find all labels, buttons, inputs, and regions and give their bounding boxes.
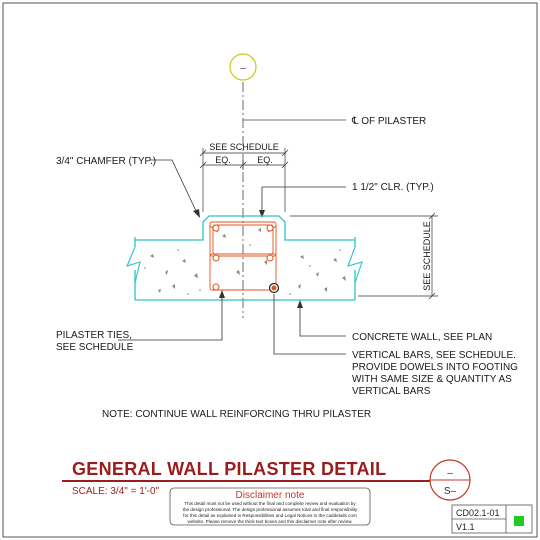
disclaimer-heading: Disclaimer note	[236, 490, 305, 501]
dim-eq-right: EQ.	[257, 155, 273, 165]
general-note: NOTE: CONTINUE WALL REINFORCING THRU PIL…	[102, 409, 371, 420]
pilaster-ties-label-2: SEE SCHEDULE	[56, 342, 134, 353]
section-bubble-top: –	[447, 468, 453, 479]
chamfer-arrowhead	[193, 209, 200, 218]
pilaster-ties-label-1: PILASTER TIES,	[56, 330, 132, 341]
vertical-bars	[212, 224, 274, 291]
chamfer-leader	[150, 159, 198, 214]
clearance-label: 1 1/2" CLR. (TYP.)	[352, 182, 434, 193]
vertical-bars-label-2: PROVIDE DOWELS INTO FOOTING	[352, 362, 518, 373]
vertical-bars-label-3: WITH SAME SIZE & QUANTITY AS	[352, 374, 512, 385]
side-dimension	[290, 212, 438, 300]
sheet-number: CD02.1-01	[456, 508, 500, 518]
disclaimer-line-1: This detail must not be used without the…	[184, 501, 356, 506]
wall-break-left	[126, 246, 141, 284]
sheet-version: V1.1	[456, 522, 475, 532]
disclaimer-line-2: the design professional. The design prof…	[183, 507, 358, 512]
dim-see-schedule-top: SEE SCHEDULE	[209, 142, 279, 152]
detail-scale: SCALE: 3/4" = 1'-0"	[72, 486, 160, 497]
dim-eq-left: EQ.	[215, 155, 231, 165]
detail-bubble-top-text: –	[240, 63, 246, 74]
detail-title: GENERAL WALL PILASTER DETAIL	[72, 459, 386, 479]
clearance-leader	[261, 186, 346, 212]
clearance-arrowhead	[259, 210, 265, 218]
top-dimensions	[199, 148, 289, 212]
detail-bubble-top	[229, 53, 257, 81]
chamfer-label: 3/4" CHAMFER (TYP.)	[56, 156, 156, 167]
section-bubble-bottom: S–	[444, 486, 457, 497]
disclaimer-line-3: for this detail as explained in Responsi…	[183, 513, 357, 518]
concrete-wall-arrowhead	[297, 300, 303, 308]
concrete-wall-leader	[299, 306, 346, 337]
concrete-aggregate	[144, 228, 346, 295]
vertical-bars-label-1: VERTICAL BARS, SEE SCHEDULE.	[352, 350, 516, 361]
vertical-bar-core	[271, 285, 277, 291]
pilaster-ties-leader	[118, 296, 223, 341]
vertical-bars-label-4: VERTICAL BARS	[352, 386, 431, 397]
disclaimer-box	[169, 487, 371, 526]
pilaster-ties-arrowhead	[219, 290, 225, 298]
status-indicator	[514, 516, 524, 526]
concrete-outline	[134, 215, 356, 301]
concrete-wall-label: CONCRETE WALL, SEE PLAN	[352, 332, 492, 343]
wall-break-right	[347, 246, 363, 284]
dim-see-schedule-side: SEE SCHEDULE	[422, 221, 432, 291]
vertical-bars-leader	[273, 294, 346, 355]
disclaimer-line-4: website. Please remove the thick text bo…	[188, 519, 353, 524]
centerline-label: ℄ OF PILASTER	[351, 116, 426, 127]
